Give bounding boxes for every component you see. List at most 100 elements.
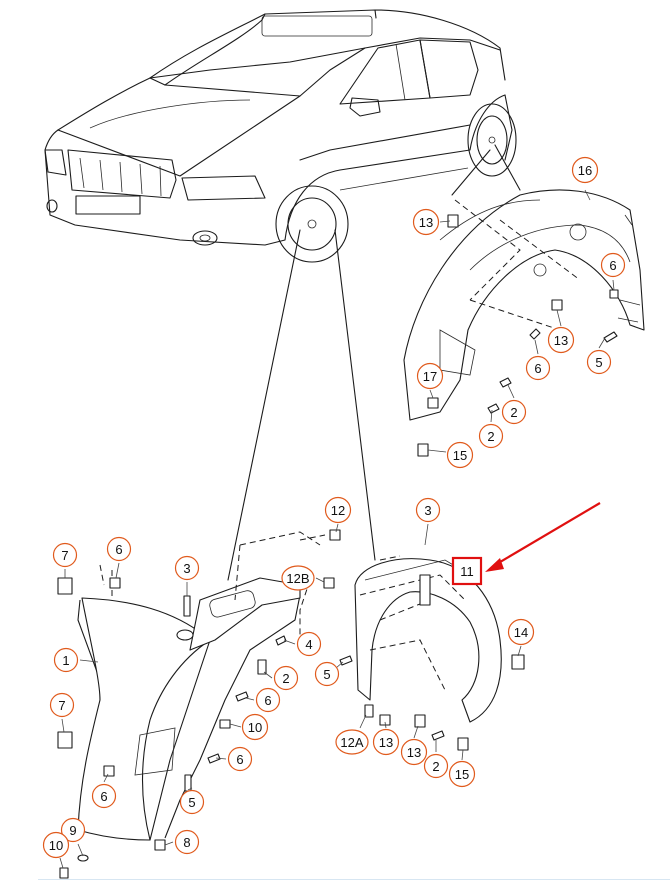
callout-circle xyxy=(273,665,299,691)
callout-circle xyxy=(416,362,444,390)
callout-c11: 11 xyxy=(451,556,483,586)
callout-number: 13 xyxy=(379,735,393,750)
callout-leader xyxy=(215,757,227,760)
callout-number: 4 xyxy=(305,637,312,652)
callout-number: 12 xyxy=(331,503,345,518)
callout-number: 14 xyxy=(514,625,528,640)
callout-leader xyxy=(439,220,451,223)
callout-number: 2 xyxy=(432,759,439,774)
callout-leader xyxy=(77,843,84,857)
callout-c3a: 3 xyxy=(415,497,441,546)
callout-leader xyxy=(556,309,562,327)
callout-number: 6 xyxy=(264,693,271,708)
callout-c7a: 7 xyxy=(52,542,78,578)
callout-circle xyxy=(501,399,527,425)
callout-circle xyxy=(281,565,315,591)
callout-c2b: 2 xyxy=(478,409,504,449)
callout-number: 13 xyxy=(407,745,421,760)
callout-number: 15 xyxy=(453,448,467,463)
callout-number: 12A xyxy=(340,735,363,750)
callout-leader xyxy=(115,562,120,579)
callout-number: 3 xyxy=(183,561,190,576)
callout-c13b: 13 xyxy=(547,309,575,354)
callout-circle xyxy=(586,349,612,375)
callout-number: 6 xyxy=(534,361,541,376)
callout-leader xyxy=(517,645,522,657)
callout-c12a: 12A xyxy=(335,714,369,755)
callout-c2c: 2 xyxy=(423,740,449,779)
callout-circle xyxy=(241,713,269,741)
bottom-rule xyxy=(38,879,670,880)
callout-c12b: 12B xyxy=(281,565,325,591)
callout-c17: 17 xyxy=(416,362,444,399)
callout-leader xyxy=(245,697,255,701)
callout-circle xyxy=(174,829,200,855)
callout-circle xyxy=(174,555,200,581)
callout-circle xyxy=(106,536,132,562)
callout-c16: 16 xyxy=(571,156,599,201)
highlight-arrow xyxy=(485,502,601,572)
callout-number: 6 xyxy=(115,542,122,557)
callout-leader xyxy=(413,725,419,739)
callout-leader xyxy=(335,523,339,533)
callout-c5c: 5 xyxy=(179,787,205,815)
callout-circle xyxy=(52,542,78,568)
callout-leader xyxy=(61,718,65,733)
callout-leader xyxy=(59,857,64,869)
callout-number: 13 xyxy=(419,215,433,230)
callout-circle xyxy=(423,753,449,779)
callout-circle xyxy=(400,738,428,766)
callout-c7b: 7 xyxy=(49,692,75,733)
car-illustration xyxy=(44,9,517,263)
callout-leader xyxy=(598,337,606,349)
callout-c6f: 6 xyxy=(91,773,117,809)
callout-c6c: 6 xyxy=(106,536,132,579)
wheel-housing-liner-11 xyxy=(275,529,525,751)
callout-circle xyxy=(255,687,281,713)
callout-c9: 9 xyxy=(60,817,86,857)
callout-leader xyxy=(490,409,493,423)
callout-leader xyxy=(103,773,109,783)
callout-number: 5 xyxy=(595,355,602,370)
callout-circle xyxy=(324,496,352,524)
callout-leader xyxy=(584,189,591,201)
callout-number: 10 xyxy=(248,720,262,735)
callout-circle xyxy=(91,783,117,809)
callout-circle xyxy=(507,618,535,646)
callout-number: 6 xyxy=(609,258,616,273)
callout-c15b: 15 xyxy=(448,749,476,788)
callout-leader xyxy=(164,841,174,846)
callout-circle xyxy=(600,252,626,278)
callout-number: 2 xyxy=(282,671,289,686)
front-wheel-housing-liner xyxy=(57,531,321,879)
callout-c8: 8 xyxy=(164,829,200,855)
callout-c6d: 6 xyxy=(245,687,281,713)
callout-c14: 14 xyxy=(507,618,535,657)
callout-leader xyxy=(335,661,344,669)
callout-circle xyxy=(179,789,205,815)
callout-number: 10 xyxy=(49,838,63,853)
callout-circle xyxy=(525,355,551,381)
callout-number: 5 xyxy=(188,795,195,810)
callout-c6e: 6 xyxy=(215,746,253,772)
callout-c10a: 10 xyxy=(229,713,269,741)
callout-number: 16 xyxy=(578,163,592,178)
callout-number: 2 xyxy=(487,429,494,444)
callout-circle xyxy=(372,728,400,756)
callout-circle xyxy=(415,497,441,523)
callout-c13d: 13 xyxy=(400,725,428,766)
callout-c13c: 13 xyxy=(372,721,400,756)
callout-c3b: 3 xyxy=(174,555,200,596)
callout-c6a: 6 xyxy=(600,252,626,291)
callout-circle xyxy=(227,746,253,772)
callout-leader xyxy=(79,659,99,663)
callout-circle xyxy=(446,441,474,469)
callout-number: 1 xyxy=(62,653,69,668)
callout-leader xyxy=(263,671,273,679)
callout-c13a: 13 xyxy=(412,208,451,236)
callout-leader xyxy=(612,279,615,291)
callout-leader xyxy=(534,339,539,355)
callout-number: 9 xyxy=(69,823,76,838)
